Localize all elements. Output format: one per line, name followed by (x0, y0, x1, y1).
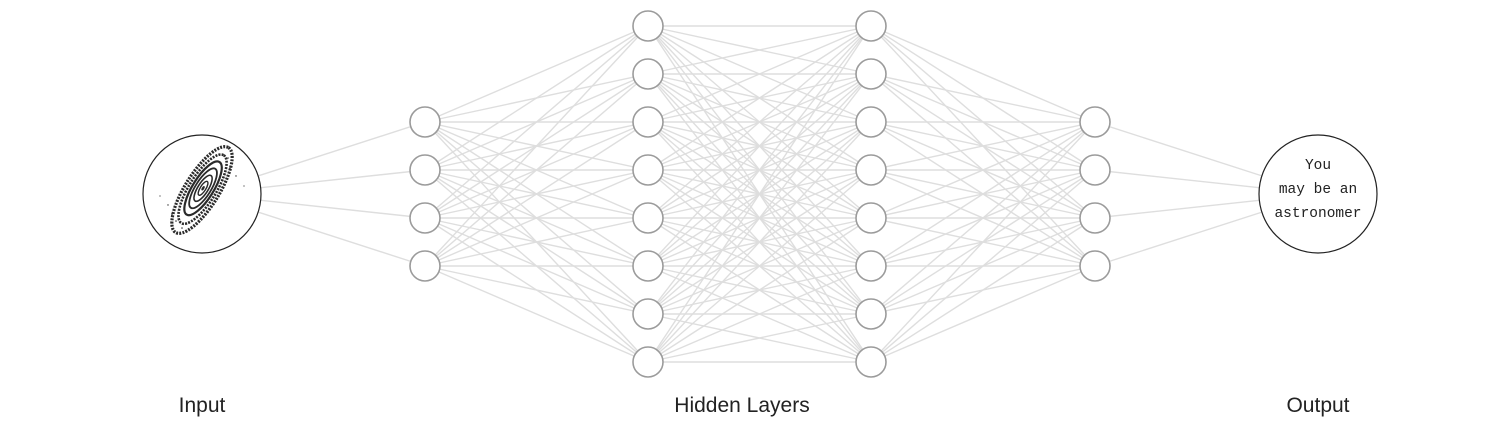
neuron-layer3-7 (855, 346, 887, 378)
connection-3-7-1 (870, 169, 1096, 363)
neuron-layer2-1 (632, 58, 664, 90)
connection-2-6-0 (647, 25, 872, 315)
neuron-layer2-5 (632, 250, 664, 282)
output-label: Output (1286, 394, 1349, 417)
connection-2-7-5 (647, 265, 872, 363)
neuron-layer4-0 (1079, 106, 1111, 138)
connection-2-3-0 (647, 25, 872, 171)
connection-2-7-4 (647, 217, 872, 363)
neuron-layer4-3 (1079, 250, 1111, 282)
neuron-layer2-2 (632, 106, 664, 138)
connection-1-3-7 (424, 265, 649, 363)
neuron-layer3-1 (855, 58, 887, 90)
neuron-layer1-0 (409, 106, 441, 138)
neuron-layer2-0 (632, 10, 664, 42)
neuron-layer3-3 (855, 154, 887, 186)
connection-3-7-3 (870, 265, 1096, 363)
neuron-layer2-6 (632, 298, 664, 330)
connection-2-4-0 (647, 25, 872, 219)
output-text-line-1: You (1305, 158, 1331, 174)
connection-3-7-2 (870, 217, 1096, 363)
connection-1-3-3 (424, 169, 649, 267)
connection-1-3-2 (424, 121, 649, 267)
connection-3-7-0 (870, 121, 1096, 363)
neuron-layer2-3 (632, 154, 664, 186)
connection-3-4-0 (870, 121, 1096, 219)
neuron-layer1-1 (409, 154, 441, 186)
connection-2-7-6 (647, 313, 872, 363)
neuron-layer1-3 (409, 250, 441, 282)
neuron-layer4-1 (1079, 154, 1111, 186)
connection-3-3-0 (870, 121, 1096, 171)
neuron-layer2-4 (632, 202, 664, 234)
connections (201, 25, 1319, 363)
connection-1-3-0 (424, 25, 649, 267)
connection-2-7-3 (647, 169, 872, 363)
connection-2-7-1 (647, 73, 872, 363)
connection-2-7-2 (647, 121, 872, 363)
connection-3-1-0 (870, 73, 1096, 123)
neurons (409, 10, 1111, 378)
output-text-line-2: may be an (1279, 182, 1357, 198)
connection-2-2-0 (647, 25, 872, 123)
neuron-layer2-7 (632, 346, 664, 378)
connection-1-1-0 (424, 25, 649, 171)
input-node (142, 134, 262, 254)
neuron-layer4-2 (1079, 202, 1111, 234)
connection-1-0-0 (424, 25, 649, 123)
neuron-layer3-0 (855, 10, 887, 42)
connection-1-2-0 (424, 25, 649, 219)
neuron-layer1-2 (409, 202, 441, 234)
neuron-layer3-4 (855, 202, 887, 234)
hidden-layers-label: Hidden Layers (674, 394, 809, 417)
neuron-layer3-6 (855, 298, 887, 330)
connection-2-1-0 (647, 25, 872, 75)
neuron-layer3-2 (855, 106, 887, 138)
connection-3-0-0 (870, 25, 1096, 123)
connection-1-3-1 (424, 73, 649, 267)
connection-1-3-6 (424, 265, 649, 315)
output-circle (1258, 134, 1378, 254)
galaxy-speckles (159, 157, 245, 229)
connection-1-3-4 (424, 217, 649, 267)
input-label: Input (179, 394, 226, 417)
output-node: You may be an astronomer (1258, 134, 1378, 254)
connection-3-6-0 (870, 121, 1096, 315)
output-text-line-3: astronomer (1274, 206, 1361, 222)
neuron-layer3-5 (855, 250, 887, 282)
connection-2-5-0 (647, 25, 872, 267)
connection-2-7-0 (647, 25, 872, 363)
connection-3-5-0 (870, 121, 1096, 267)
